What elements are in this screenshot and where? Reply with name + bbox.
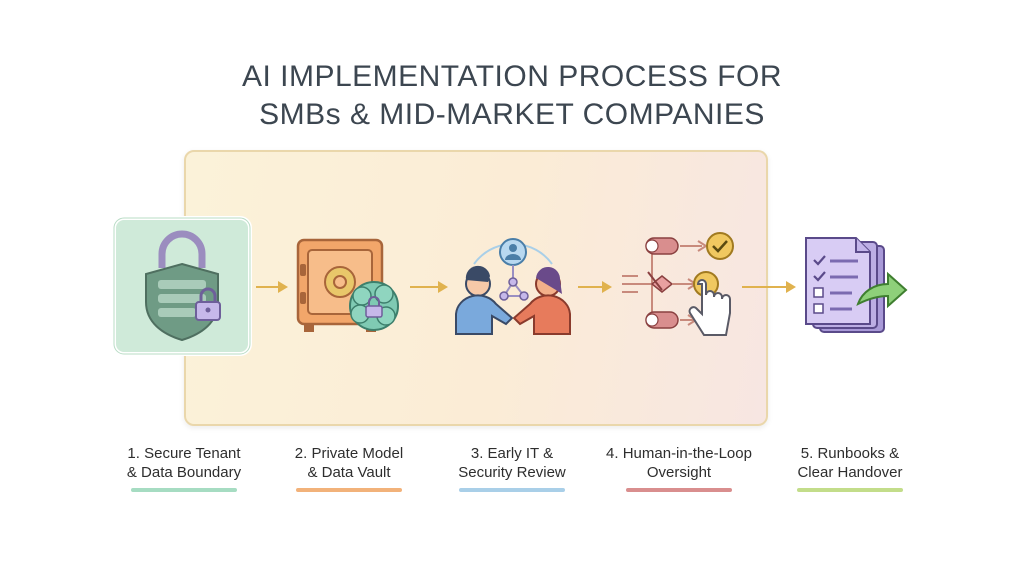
step-5-line-2: Clear Handover [797,464,903,481]
step-underline-2 [296,488,402,492]
step-2-line-2: & Data Vault [307,464,391,481]
step-underline-5 [797,488,903,492]
step-label-1: 1. Secure Tenant & Data Boundary [99,444,269,482]
handshake-people-icon [455,238,571,335]
arrow-1-2 [256,281,288,293]
step-4-line-2: Oversight [646,464,712,481]
arrow-4-5 [742,281,796,293]
step-underline-3 [459,488,565,492]
step-5-line-1: 5. Runbooks & [800,445,900,462]
arrow-2-3 [410,281,448,293]
checklist-handover-icon [805,237,908,333]
step-3-line-2: Security Review [458,464,566,481]
workflow-switch-icon [622,232,734,336]
step-label-4: 4. Human-in-the-Loop Oversight [594,444,764,482]
title-line-1: AI IMPLEMENTATION PROCESS FOR [241,60,783,93]
step-label-2: 2. Private Model & Data Vault [264,444,434,482]
step-label-5: 5. Runbooks & Clear Handover [765,444,935,482]
step-2-line-1: 2. Private Model [294,445,404,462]
step-underline-4 [626,488,732,492]
title-line-2: SMBs & MID-MARKET COMPANIES [259,98,765,131]
step-3-line-1: 3. Early IT & [470,445,554,462]
step-underline-1 [131,488,237,492]
step-label-3: 3. Early IT & Security Review [427,444,597,482]
step-4-line-1: 4. Human-in-the-Loop [606,445,752,462]
arrow-3-4 [578,281,612,293]
step-1-line-2: & Data Boundary [126,464,242,481]
step-1-line-1: 1. Secure Tenant [127,445,241,462]
shield-lock-icon [112,216,252,356]
page-title: AI IMPLEMENTATION PROCESS FOR SMBs & MID… [0,58,1024,134]
vault-brain-icon [296,238,399,332]
